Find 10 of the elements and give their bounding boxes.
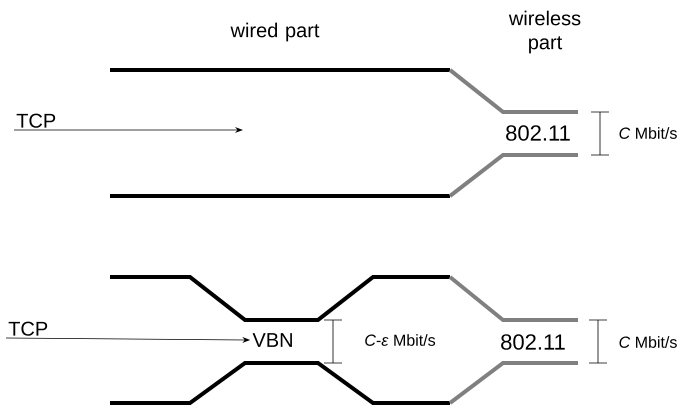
text-label: TCP: [8, 322, 48, 336]
rate-label: C Mbit/s: [620, 127, 677, 139]
rate-label: C Mbit/s: [620, 336, 677, 348]
rate-label: C-ε Mbit/s: [365, 334, 436, 346]
heading: wireless part: [508, 10, 580, 54]
standard-label: 802.11: [506, 125, 570, 141]
text-label: TCP: [16, 114, 56, 128]
heading: wired part: [230, 22, 320, 42]
text-label: VBN: [252, 333, 292, 347]
standard-label: 802.11: [501, 334, 565, 350]
